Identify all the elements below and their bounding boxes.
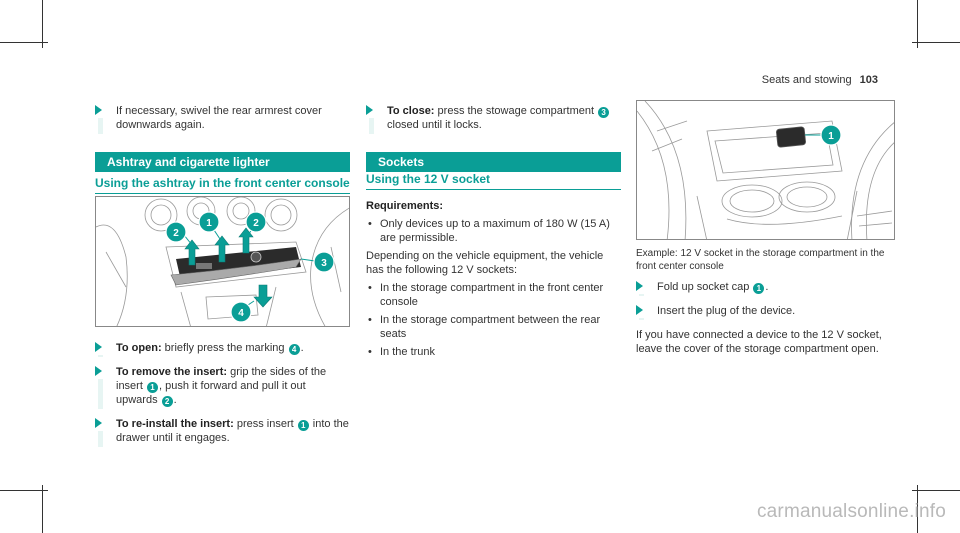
header-title: Seats and stowing bbox=[761, 74, 852, 86]
step-arrow-icon bbox=[366, 105, 373, 115]
note-text: If you have connected a device to the 12… bbox=[636, 329, 882, 355]
step-bar bbox=[98, 379, 103, 409]
step-bold: To re-install the insert: bbox=[116, 418, 234, 430]
step-text: , push it forward and pull it out upward… bbox=[116, 380, 306, 406]
ashtray-illustration: 2 1 2 3 4 bbox=[96, 197, 349, 326]
step-text: . bbox=[300, 342, 304, 354]
column-middle-body: Requirements: Only devices up to a maxim… bbox=[366, 199, 621, 363]
step-arrow-icon bbox=[95, 418, 102, 428]
page-number: 103 bbox=[859, 74, 878, 86]
callout-marker bbox=[198, 211, 220, 233]
step-text: . bbox=[765, 281, 769, 293]
instruction-step-fold: Fold up socket cap 1. bbox=[636, 280, 895, 296]
socket-list-item: In the trunk bbox=[366, 345, 621, 359]
requirement-item: Only devices up to a maximum of 180 W (1… bbox=[366, 217, 621, 245]
callout-marker bbox=[820, 124, 842, 146]
section-heading-ashtray: Ashtray and cigarette lighter bbox=[95, 152, 350, 172]
step-bar bbox=[639, 318, 644, 320]
crop-mark bbox=[0, 490, 48, 491]
callout-marker bbox=[245, 211, 267, 233]
subheading-socket: Using the 12 V socket bbox=[366, 172, 621, 190]
callout-marker bbox=[230, 301, 252, 323]
step-arrow-icon bbox=[636, 281, 643, 291]
instruction-step-insert: Insert the plug of the device. bbox=[636, 304, 895, 320]
number-marker: 1 bbox=[753, 283, 765, 294]
instruction-step-remove: To remove the insert: grip the sides of … bbox=[95, 365, 350, 409]
socket-illustration: 1 bbox=[637, 101, 894, 239]
page-header: Seats and stowing 103 bbox=[762, 74, 878, 86]
column-left: If necessary, swivel the rear armrest co… bbox=[95, 104, 350, 142]
callout-marker bbox=[165, 221, 187, 243]
callout-label: 4 bbox=[238, 308, 244, 319]
step-text: If necessary, swivel the rear armrest co… bbox=[116, 105, 322, 131]
step-bar bbox=[98, 355, 103, 357]
step-bar bbox=[369, 118, 374, 134]
step-text: briefly press the marking bbox=[161, 342, 288, 354]
depending-text: Depending on the vehicle equipment, the … bbox=[366, 250, 604, 276]
crop-mark bbox=[917, 0, 918, 48]
instruction-step-reinstall: To re-install the insert: press insert 1… bbox=[95, 417, 350, 447]
socket-list-item: In the storage compartment in the front … bbox=[366, 281, 621, 309]
number-marker: 1 bbox=[297, 420, 309, 431]
crop-mark bbox=[42, 0, 43, 48]
callout-label: 1 bbox=[206, 218, 212, 229]
step-arrow-icon bbox=[95, 105, 102, 115]
column-middle: To close: press the stowage compartment … bbox=[366, 104, 621, 142]
step-bold: To close: bbox=[387, 105, 435, 117]
step-arrow-icon bbox=[636, 305, 643, 315]
step-bar bbox=[98, 118, 103, 134]
callout-label: 2 bbox=[253, 218, 259, 229]
step-text: closed until it locks. bbox=[387, 119, 482, 131]
step-text: grip the sides of the insert bbox=[116, 366, 327, 392]
section-heading-sockets: Sockets bbox=[366, 152, 621, 172]
watermark: carmanualsonline.info bbox=[756, 501, 946, 522]
step-arrow-icon bbox=[95, 366, 102, 376]
figure-caption: Example: 12 V socket in the storage comp… bbox=[636, 248, 885, 272]
step-text: into the drawer until it engages. bbox=[116, 418, 349, 444]
callout-label: 2 bbox=[173, 228, 179, 239]
callout-label: 1 bbox=[828, 131, 834, 142]
subheading-ashtray: Using the ashtray in the front center co… bbox=[95, 176, 350, 194]
number-marker: 2 bbox=[161, 396, 173, 407]
step-text: . bbox=[173, 394, 177, 406]
number-marker: 4 bbox=[288, 344, 300, 355]
crop-mark bbox=[912, 42, 960, 43]
step-bar bbox=[98, 431, 103, 447]
column-left-steps: To open: briefly press the marking 4. To… bbox=[95, 341, 350, 455]
number-marker: 3 bbox=[598, 107, 610, 118]
instruction-step-close: To close: press the stowage compartment … bbox=[366, 104, 621, 134]
step-arrow-icon bbox=[95, 342, 102, 352]
number-marker: 1 bbox=[146, 382, 158, 393]
crop-mark bbox=[912, 490, 960, 491]
step-text: press insert bbox=[233, 418, 297, 430]
step-bold: To open: bbox=[116, 342, 162, 354]
figure-ashtray: 2 1 2 3 4 bbox=[95, 196, 350, 327]
crop-mark bbox=[917, 485, 918, 533]
requirements-title: Requirements: bbox=[366, 200, 444, 212]
instruction-step: If necessary, swivel the rear armrest co… bbox=[95, 104, 350, 134]
figure-socket: 1 bbox=[636, 100, 895, 240]
step-text: Insert the plug of the device. bbox=[657, 305, 796, 317]
crop-mark bbox=[0, 42, 48, 43]
column-right-steps: Fold up socket cap 1. Insert the plug of… bbox=[636, 280, 895, 356]
callout-marker bbox=[313, 251, 335, 273]
step-text: Fold up socket cap bbox=[657, 281, 753, 293]
step-bar bbox=[639, 294, 644, 296]
step-text: press the stowage compartment bbox=[434, 105, 598, 117]
instruction-step-open: To open: briefly press the marking 4. bbox=[95, 341, 350, 357]
crop-mark bbox=[42, 485, 43, 533]
socket-list-item: In the storage compartment between the r… bbox=[366, 313, 621, 341]
callout-label: 3 bbox=[321, 258, 327, 269]
step-bold: To remove the insert: bbox=[116, 366, 228, 378]
